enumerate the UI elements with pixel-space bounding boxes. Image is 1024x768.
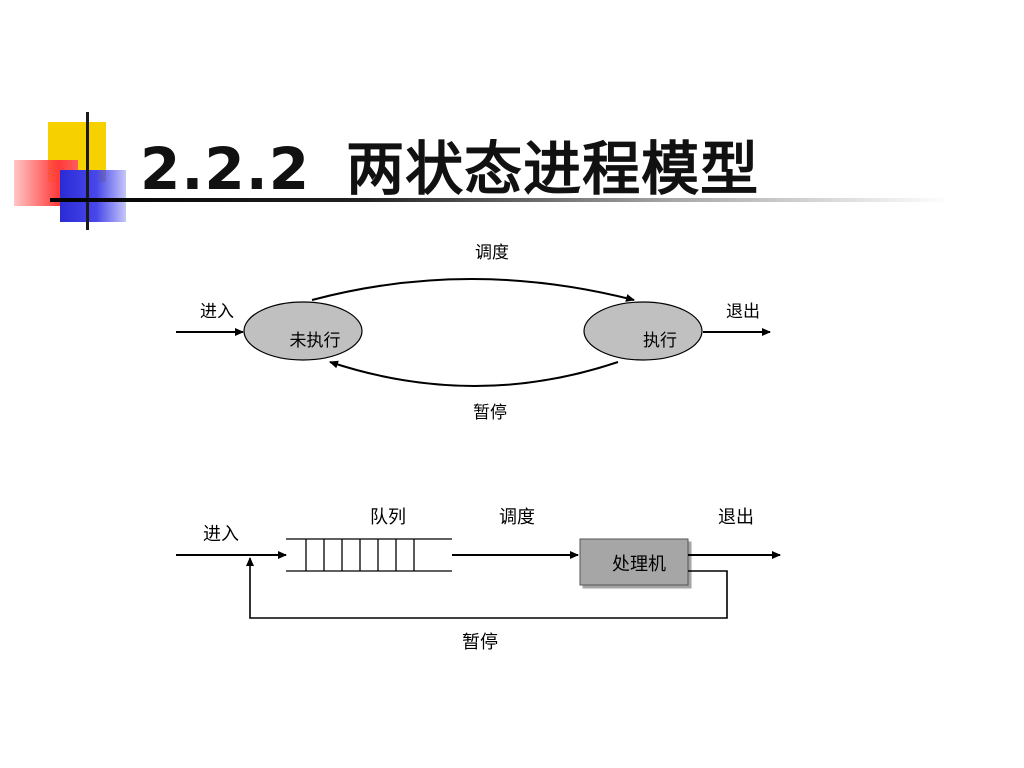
logo-vertical-line [86, 112, 89, 230]
queue [286, 538, 452, 572]
queue-diagram: 进入 队列 调度 处理机 退出 暂停 [176, 507, 781, 653]
state-not-running-label: 未执行 [290, 331, 341, 351]
processor-label: 处理机 [612, 554, 666, 575]
queue-label: 队列 [370, 507, 406, 528]
pause-feedback-arrow [246, 557, 728, 619]
slide-title: 2.2.2 两状态进程模型 [140, 122, 759, 206]
pause-feedback-label: 暂停 [462, 632, 498, 653]
entry-label: 进入 [200, 302, 234, 322]
state-running [583, 301, 703, 361]
state-diagram: 进入 未执行 执行 调度 暂停 退出 [176, 243, 771, 423]
dispatch-label: 调度 [499, 507, 535, 528]
schedule-arrow [311, 278, 635, 302]
schedule-label: 调度 [475, 243, 509, 263]
title-text: 两状态进程模型 [346, 135, 760, 203]
section-number: 2.2.2 [140, 135, 311, 203]
exit-label: 退出 [726, 302, 760, 322]
logo-blue-square [60, 170, 126, 222]
state-not-running [243, 301, 363, 361]
pause-label: 暂停 [473, 403, 507, 423]
pause-arrow [329, 360, 619, 387]
title-underline [50, 198, 950, 202]
processor-box [579, 538, 689, 586]
queue-entry-label: 进入 [203, 524, 239, 545]
state-running-label: 执行 [643, 331, 677, 351]
release-label: 退出 [718, 507, 754, 528]
